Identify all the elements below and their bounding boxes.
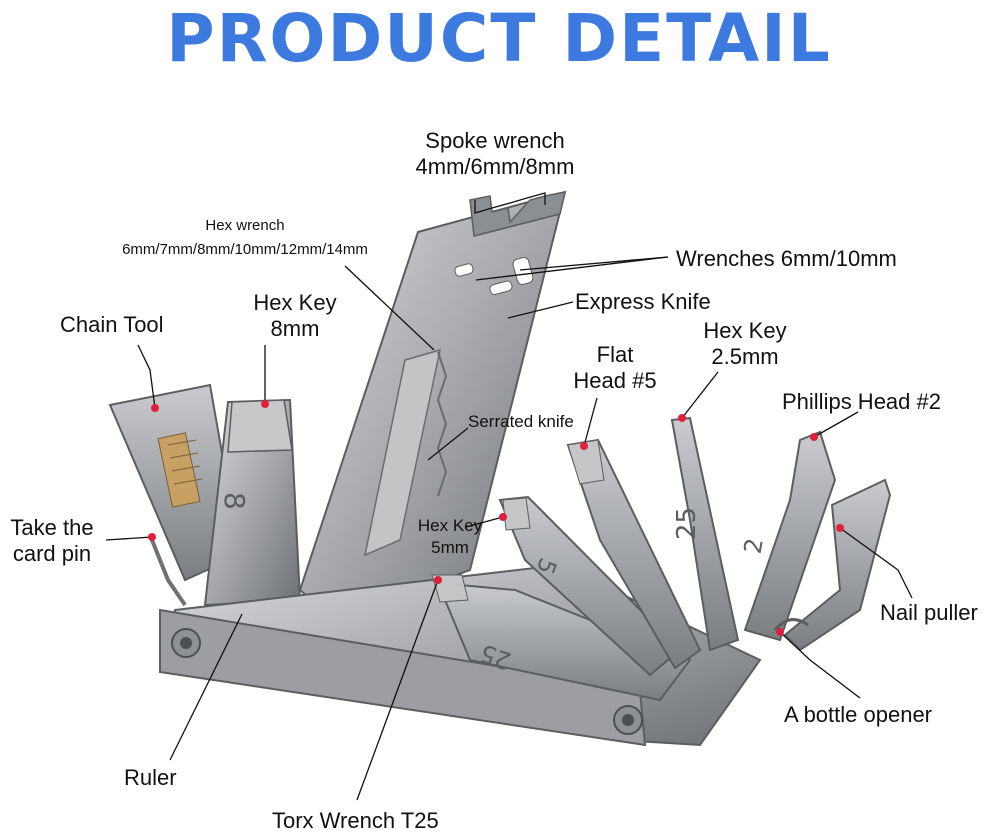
chain-tool (108, 383, 242, 582)
flat-head-5 (566, 438, 702, 670)
label-nail-puller: Nail puller (880, 600, 978, 625)
label-wrenches: Wrenches 6mm/10mm (676, 246, 897, 271)
label-phillips-head: Phillips Head #2 (782, 389, 941, 414)
label-chain-tool: Chain Tool (60, 312, 164, 337)
page-title: PRODUCT DETAIL (166, 0, 832, 77)
nail-puller (773, 478, 892, 652)
label-serrated-knife: Serrated knife (468, 412, 574, 431)
hex-key-2-5mm (670, 416, 740, 652)
label-express-knife: Express Knife (575, 289, 711, 314)
label-hex-key-2-5mm: Hex Key 2.5mm (703, 318, 787, 369)
label-ruler: Ruler (124, 765, 177, 790)
phillips-head-2 (743, 430, 837, 642)
label-flat-head: Flat Head #5 (573, 342, 657, 393)
phillips-engraving: 2 (739, 536, 769, 556)
label-take-card-pin: Take the card pin (10, 515, 94, 566)
hex25-engraving: 25 (672, 507, 702, 540)
label-hex-wrench: Hex wrench 6mm/7mm/8mm/10mm/12mm/14mm (122, 217, 368, 258)
label-torx-wrench: Torx Wrench T25 (272, 808, 439, 833)
hex-key-5mm (498, 495, 682, 677)
label-hex-key-5mm: Hex Key 5mm (417, 516, 483, 557)
label-bottle-opener: A bottle opener (784, 702, 933, 727)
label-spoke-wrench: Spoke wrench 4mm/6mm/8mm (415, 128, 575, 179)
label-hex-key-8mm: Hex Key 8mm (253, 290, 337, 341)
red-markers (148, 400, 844, 636)
hex-key-8mm (203, 398, 302, 607)
card-pin (150, 539, 187, 607)
leader-lines (105, 192, 913, 801)
hex8-engraving: 8 (218, 492, 251, 510)
